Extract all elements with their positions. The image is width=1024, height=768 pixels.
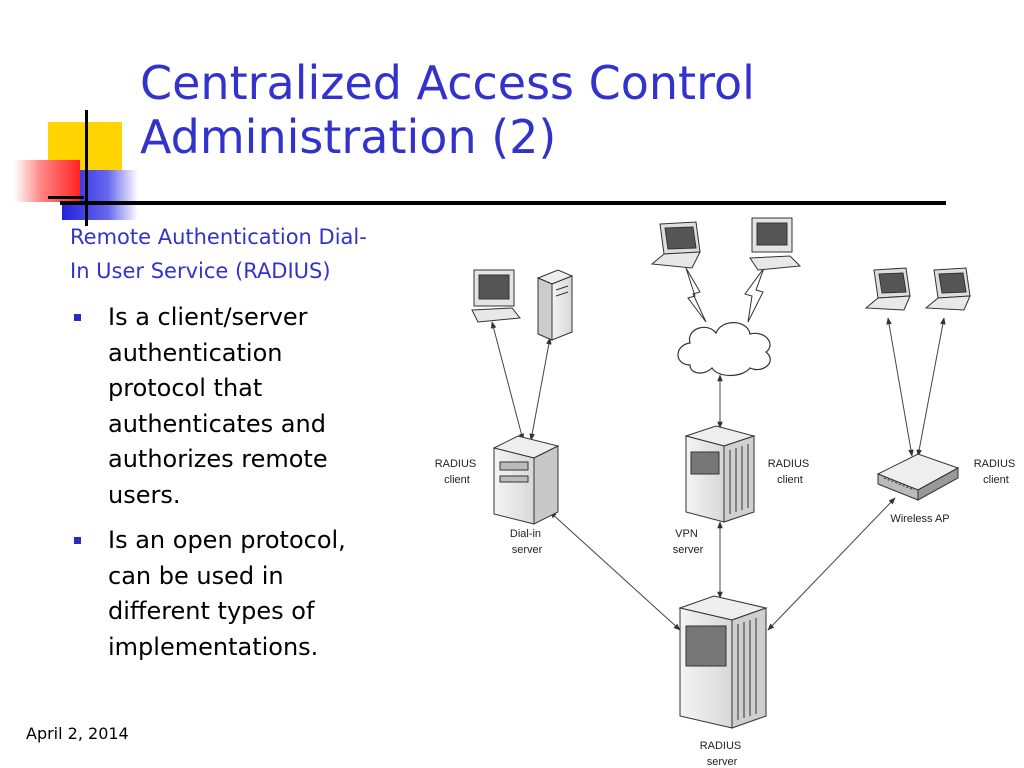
deco-red-square [14,160,80,202]
link-laptop2-to-ap [916,317,946,457]
title-divider [60,201,946,205]
dialin-server-icon [492,435,560,525]
link-laptop1-to-ap [886,317,914,457]
deco-vertical-line [85,110,88,226]
lightning-bolt-icon [744,267,765,323]
label-radius-server: RADIUS server [700,740,745,768]
laptop-icon [650,221,701,269]
desktop-computer-icon [471,269,521,323]
bullet-line: authentication [108,338,283,367]
label-vpn-server: VPN server [673,528,704,556]
bullet-item: Is a client/server authentication protoc… [72,300,412,513]
tower-server-icon [536,269,574,341]
diagram-labels: RADIUS client Dial-in server RADIUS clie… [435,458,1019,768]
link-tower-to-dialin [529,337,552,441]
subheading-line-2: In User Service (RADIUS) [70,259,331,283]
title-line-2: Administration (2) [140,110,557,164]
bullet-line: different types of [108,597,315,625]
bullet-line: protocol that [108,374,263,402]
label-radius-client-mid: RADIUS client [768,458,813,486]
bullet-square-icon [74,537,81,544]
bullet-line: users. [108,480,181,509]
subheading-line-1: Remote Authentication Dial- [70,225,367,249]
bullet-line: Is a client/server [108,303,308,331]
bullet-line: Is an open protocol, [108,526,346,554]
bullet-line: authenticates and [108,409,326,438]
lightning-bolt-icons [685,267,765,323]
footer-date: April 2, 2014 [26,724,129,743]
bullet-line: can be used in [108,561,284,590]
radius-server-icon [678,595,768,729]
lightning-bolt-icon [685,267,707,323]
subheading: Remote Authentication Dial- In User Serv… [70,220,430,288]
bullet-item: Is an open protocol, can be used in diff… [72,523,412,665]
vpn-server-icon [684,425,756,523]
label-dialin-server: Dial-in server [510,528,544,556]
internet-cloud-icon [677,322,771,377]
bullet-list: Is a client/server authentication protoc… [72,300,412,675]
link-desktop-to-dialin [490,321,525,441]
link-ap-to-radius [767,497,896,631]
laptop-icon [924,267,971,311]
bullet-line: implementations. [108,632,319,661]
label-radius-client-left: RADIUS client [435,458,480,486]
laptop-icon [864,267,911,311]
link-dialin-to-radius [549,511,681,631]
label-radius-client-right: RADIUS client [974,458,1019,486]
wireless-ap-icon [876,453,960,501]
deco-horizontal-line [48,196,84,199]
title-line-1: Centralized Access Control [140,56,755,110]
label-wireless-ap: Wireless AP [890,513,949,525]
bullet-line: authorizes remote [108,445,328,473]
bullet-square-icon [74,314,81,321]
desktop-computer-icon [749,217,802,271]
connection-lines [490,317,946,631]
slide-title: Centralized Access Control Administratio… [140,56,960,164]
